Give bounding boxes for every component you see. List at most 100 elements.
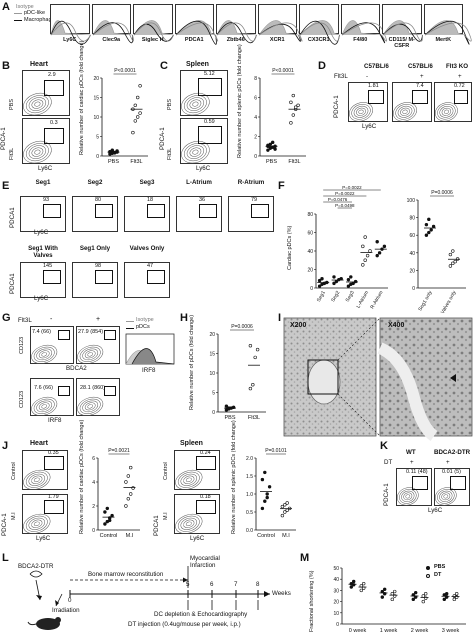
data-point — [346, 277, 351, 282]
contour-line — [189, 147, 202, 157]
data-point — [105, 506, 109, 511]
x-axis-label: Ly6C — [38, 165, 53, 172]
strain-label: BDCA2-DTR — [434, 449, 471, 456]
y-tick-label: 10 — [93, 115, 99, 121]
y-tick-label: 40 — [409, 251, 415, 257]
contour-line — [77, 344, 104, 364]
contour-line — [358, 109, 364, 114]
data-point — [131, 130, 135, 135]
data-point — [133, 103, 137, 107]
p-value: P=0.0021 — [108, 448, 130, 454]
flt3l-header: Flt3L — [334, 73, 348, 80]
contour-line — [180, 517, 198, 530]
contour-line — [183, 143, 207, 162]
irradiation-label: Irradiation — [52, 607, 80, 614]
data-point — [363, 235, 367, 239]
contour-line — [41, 352, 47, 357]
pdc-curve — [50, 22, 91, 42]
flt3l-header: Flt3L — [18, 317, 32, 324]
x-tick-label: Valves only — [440, 290, 458, 315]
x-tick-label: Seg1 only — [417, 290, 434, 313]
marker-label: F4/80 — [353, 37, 368, 43]
data-point — [392, 589, 397, 594]
contour-line — [31, 475, 43, 484]
legend-line-isotype — [126, 321, 134, 322]
gate — [196, 500, 216, 514]
flow-plot — [30, 326, 74, 364]
contour-line — [33, 521, 40, 526]
gate-value: 2.9 — [48, 72, 56, 78]
contour-line — [84, 402, 96, 411]
legend-title: Isotype — [16, 4, 34, 10]
data-point — [289, 121, 293, 125]
histology-images — [283, 317, 473, 441]
histogram-panel — [133, 4, 174, 42]
marker-label: PDCA1 — [184, 37, 204, 43]
row-label: PBS — [167, 98, 173, 110]
gate-flt3l — [198, 126, 222, 144]
data-point — [103, 510, 107, 514]
contour-line — [38, 402, 50, 411]
contour-line — [192, 101, 199, 107]
x-tick-label: 1 week — [380, 628, 398, 634]
hist-label: IRF8 — [142, 367, 156, 374]
contour-line — [34, 101, 41, 107]
gate — [147, 204, 166, 219]
data-point — [444, 592, 449, 596]
macrophage-curve — [341, 22, 385, 44]
y-tick-label: 60 — [409, 233, 415, 239]
macrophage-curve — [50, 20, 91, 45]
x-tick-label: Seg1 — [316, 290, 327, 303]
y-tick-label: 40 — [333, 577, 339, 583]
contour-line — [443, 109, 449, 114]
gate — [368, 90, 384, 104]
data-point — [283, 510, 287, 514]
panel-b-title: Heart — [30, 61, 48, 68]
contour-line — [77, 396, 104, 416]
data-point — [427, 217, 431, 222]
contour-line — [28, 517, 46, 530]
x-tick-label: Control — [100, 533, 118, 539]
chart-ylabel: Relative number of cardiac pDCs (fold ch… — [79, 40, 85, 155]
gate — [412, 90, 428, 104]
data-point — [260, 477, 265, 482]
tick-label: 0 — [68, 597, 72, 604]
macrophage-curve — [382, 23, 423, 42]
data-point — [361, 244, 365, 249]
data-point — [361, 581, 366, 586]
y-tick-label: 0 — [336, 622, 339, 628]
x-axis-label: Ly6C — [362, 123, 377, 130]
marker-label: CX3CR1 — [307, 37, 330, 43]
data-point — [260, 506, 265, 511]
gate-value: 1.79 — [48, 494, 59, 500]
contour-line — [399, 489, 417, 504]
row-label: PBS — [9, 98, 15, 110]
contour-line — [41, 404, 47, 409]
data-point — [126, 474, 130, 478]
contour-line — [403, 492, 413, 501]
data-point — [128, 492, 133, 496]
contour-line — [79, 346, 101, 362]
panel-label-l: L — [2, 552, 9, 564]
x-tick-label: 2 week — [411, 628, 429, 634]
y-tick-label: 8 — [254, 76, 257, 82]
y-tick-label: 4 — [254, 115, 257, 121]
data-point — [380, 589, 384, 594]
data-point — [135, 95, 140, 100]
gate — [147, 270, 166, 285]
pdc-curve — [299, 22, 340, 42]
row-label: Flt3L — [167, 147, 173, 160]
panel-label-g: G — [2, 312, 11, 324]
gate-value: 18 — [147, 197, 154, 203]
legend-pbs: PBS — [434, 564, 446, 570]
data-point — [248, 344, 253, 348]
contour-line — [192, 149, 199, 155]
contour-line — [441, 492, 451, 501]
legend-line-mac — [14, 20, 22, 21]
data-point — [421, 594, 426, 598]
y-tick-label: 2.0 — [246, 456, 253, 462]
flow-plot — [30, 378, 74, 416]
data-point — [289, 100, 293, 105]
